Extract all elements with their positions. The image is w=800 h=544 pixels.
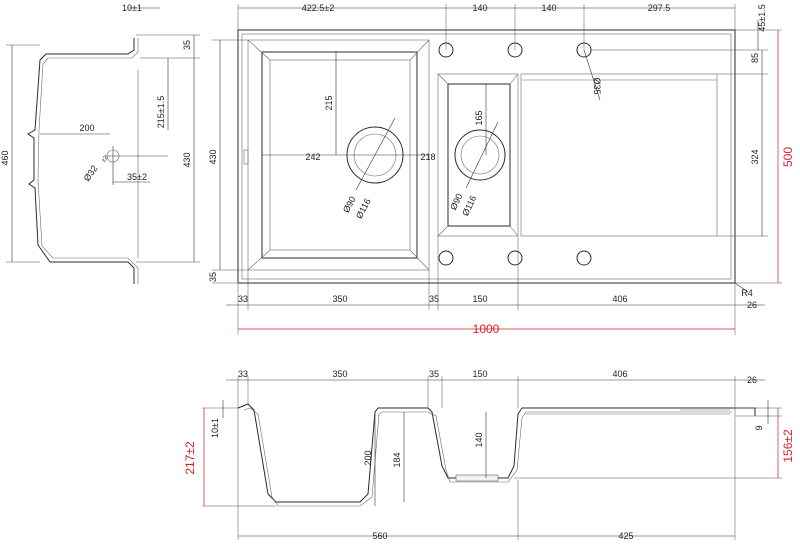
section-label-9: 9 [754, 425, 764, 430]
big-bowl-corner-bl [247, 249, 271, 271]
section-outline [237, 403, 756, 503]
big-drain-leader [355, 117, 396, 191]
bottom-dim-2: 35 [429, 294, 439, 304]
section-top-4: 406 [612, 369, 627, 379]
overflow-slot [243, 149, 249, 165]
top-dim-1: 140 [472, 3, 487, 13]
section-label-140: 140 [474, 432, 484, 447]
side-profile-inner [37, 38, 139, 284]
small-bowl-corner-br [509, 225, 519, 237]
side-label-32-tol: ±2 [101, 154, 110, 163]
top-dim-2: 140 [541, 3, 556, 13]
bottom-dimension-row: 33 350 35 150 406 26 R4 1000 [226, 236, 765, 336]
small-bowl-corner-bl [437, 225, 449, 237]
side-label-460: 460 [0, 150, 10, 165]
section-label-200: 200 [363, 450, 373, 465]
sink-outer-frame [237, 29, 736, 284]
tap-hole [576, 250, 592, 266]
small-bowl-corner-tr [509, 73, 519, 85]
label-35-left: 35 [208, 272, 218, 282]
small-drain-flange [455, 474, 499, 482]
small-drain-leader [465, 121, 499, 189]
section-bottom-425: 425 [618, 531, 633, 541]
big-bowl-corner-br [409, 249, 430, 271]
tap-holes [438, 42, 592, 266]
label-hole: Ø35 [592, 77, 602, 94]
side-label-35: 35 [182, 40, 192, 50]
bottom-dim-0: 33 [238, 294, 248, 304]
label-radius: R4 [741, 288, 753, 298]
label-215: 215 [324, 95, 334, 110]
bottom-dim-3: 150 [472, 294, 487, 304]
side-label-32: Ø32 [82, 163, 100, 183]
section-label-lip: 10±1 [210, 418, 220, 438]
section-label-156: 156±2 [781, 429, 795, 463]
small-bowl-outline [447, 83, 511, 227]
side-label-215: 215±1.5 [156, 96, 166, 128]
label-242: 242 [305, 152, 320, 162]
label-500: 500 [781, 147, 795, 167]
section-inner [243, 407, 732, 507]
label-430-left: 430 [208, 149, 218, 164]
left-dimension-column: 430 35 [208, 39, 248, 284]
top-view: Ø90 Ø116 215 242 218 Ø90 Ø116 165 [122, 3, 795, 336]
top-dimension-row: 422.5±2 140 140 297.5 [237, 3, 736, 50]
radius-leader [734, 282, 749, 293]
section-top-3: 150 [472, 369, 487, 379]
bottom-dim-4: 406 [612, 294, 627, 304]
label-165: 165 [474, 110, 484, 125]
label-1000: 1000 [473, 322, 500, 336]
section-top-1: 350 [332, 369, 347, 379]
side-label-35-2: 35±2 [127, 172, 147, 182]
section-top-dims: 33 350 35 150 406 26 [226, 369, 765, 408]
small-bowl-rim [437, 73, 519, 237]
section-top-2: 35 [429, 369, 439, 379]
big-bowl-corner-tr [409, 39, 430, 61]
section-bottom-560: 560 [372, 531, 387, 541]
tap-hole [507, 250, 523, 266]
section-view: 33 350 35 150 406 26 10±1 217±2 200 184 … [183, 369, 795, 541]
section-top-5: 26 [747, 375, 757, 385]
small-drain-outer [454, 129, 506, 181]
section-label-217: 217±2 [183, 441, 197, 475]
side-label-200: 200 [79, 123, 94, 133]
side-profile-view: 460 430 35 215±1.5 200 35±2 Ø32 ±2 [0, 34, 200, 284]
sink-inner-frame [241, 33, 732, 280]
bottom-dim-1: 350 [332, 294, 347, 304]
tap-hole [438, 250, 454, 266]
small-bowl-corner-tl [437, 73, 449, 85]
label-45: 45±1.5 [757, 4, 767, 31]
top-dim-0: 422.5±2 [302, 3, 334, 13]
section-top-0: 33 [238, 369, 248, 379]
big-bowl-corner-tl [247, 39, 271, 61]
bottom-dim-5: 26 [747, 300, 757, 310]
top-lip-label: 10±1 [122, 3, 142, 13]
label-324: 324 [750, 149, 760, 164]
right-dimension-column: 45±1.5 85 324 500 [590, 4, 795, 284]
hole-leader [583, 49, 601, 101]
drainer-area [520, 73, 718, 237]
section-label-184: 184 [392, 452, 402, 467]
side-profile-outline [27, 38, 135, 284]
side-label-430: 430 [182, 152, 192, 167]
label-85: 85 [750, 53, 760, 63]
label-218: 218 [420, 152, 435, 162]
small-drain-inner [460, 135, 500, 175]
top-dim-3: 297.5 [648, 3, 671, 13]
